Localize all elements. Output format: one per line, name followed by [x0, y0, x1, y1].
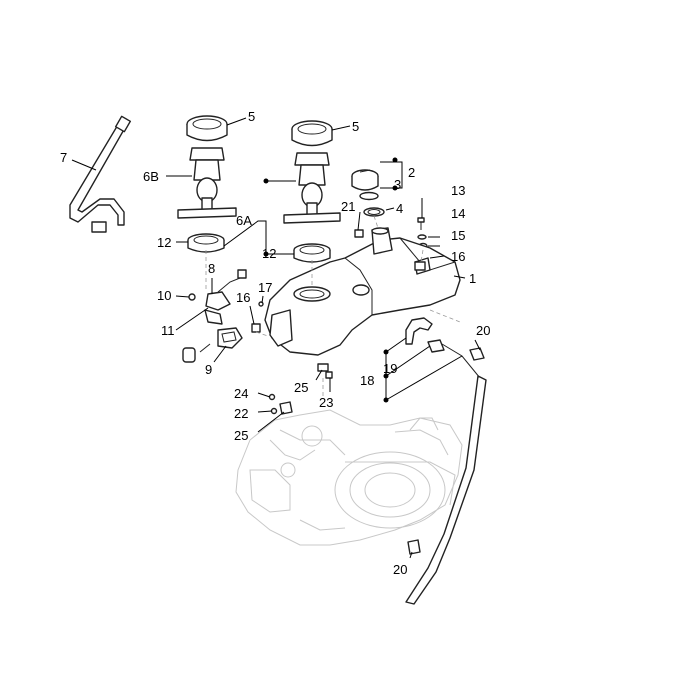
part-25-clip-lower	[279, 401, 293, 415]
callout-17: 17	[258, 280, 272, 295]
part-6a-fuel-pump	[283, 152, 341, 224]
part-23-bolt	[325, 371, 333, 379]
callout-4: 4	[396, 201, 403, 216]
callout-23: 23	[319, 395, 333, 410]
callout-1: 1	[469, 271, 476, 286]
part-21-clip	[354, 229, 364, 238]
callout-3: 3	[394, 177, 401, 192]
part-6b-fuel-pump	[177, 147, 237, 219]
part-9-level-float	[182, 327, 243, 363]
callout-20-lower: 20	[393, 562, 407, 577]
part-20-clip-lower	[407, 539, 421, 555]
part-2-filler-cap	[351, 169, 379, 191]
callout-16-left: 16	[236, 290, 250, 305]
part-3-cap-gasket	[359, 191, 379, 201]
callout-7: 7	[60, 150, 67, 165]
part-8-level-sender	[204, 269, 247, 325]
callout-16-right: 16	[451, 249, 465, 264]
callout-24: 24	[234, 386, 248, 401]
part-4-neck-seal	[363, 207, 385, 217]
callout-6a: 6A	[236, 213, 252, 228]
callout-labels: 5 5 7 6B 6A 12 12 8 10 11 9 16 17 2 3 4 …	[60, 109, 490, 577]
callout-14: 14	[451, 206, 465, 221]
part-12-seal-right	[293, 243, 331, 263]
callout-8: 8	[208, 261, 215, 276]
part-19-breather-hose	[405, 317, 433, 345]
callout-5-right: 5	[352, 119, 359, 134]
part-16-clip-tank	[414, 261, 426, 271]
callout-10: 10	[157, 288, 171, 303]
callout-11: 11	[161, 323, 175, 338]
assembly-lines	[205, 215, 461, 396]
part-1-fuel-tank	[264, 227, 461, 356]
part-5-ring-nut-right	[291, 120, 333, 147]
callout-15: 15	[451, 228, 465, 243]
callout-19: 19	[383, 361, 397, 376]
part-5-ring-nut-left	[186, 115, 228, 142]
callout-13: 13	[451, 183, 465, 198]
callout-12-left: 12	[157, 235, 171, 250]
engine-ghost	[235, 409, 463, 546]
callout-21: 21	[341, 199, 355, 214]
part-24-nut	[268, 393, 276, 401]
callout-5-left: 5	[248, 109, 255, 124]
callout-22: 22	[234, 406, 248, 421]
part-14-washer	[417, 234, 427, 240]
callout-25-upper: 25	[294, 380, 308, 395]
bullet-dots	[263, 157, 398, 403]
part-13-screw	[417, 217, 425, 230]
part-7-fuel-hose	[69, 115, 132, 233]
callout-9: 9	[205, 362, 212, 377]
drain-tube	[405, 375, 487, 605]
callout-12-right: 12	[262, 246, 276, 261]
callout-18: 18	[360, 373, 374, 388]
part-25-clip-upper	[317, 363, 329, 372]
part-10-screw	[188, 293, 196, 301]
part-22-washer	[270, 407, 278, 415]
callout-6b: 6B	[143, 169, 159, 184]
callout-25-lower: 25	[234, 428, 248, 443]
leader-lines	[71, 117, 481, 559]
part-18-breather-valve	[427, 339, 481, 379]
part-20-clip-upper	[469, 347, 485, 361]
callout-20-upper: 20	[476, 323, 490, 338]
part-16-clip-left	[251, 323, 261, 333]
part-12-seal-left	[187, 233, 225, 253]
callout-2: 2	[408, 165, 415, 180]
